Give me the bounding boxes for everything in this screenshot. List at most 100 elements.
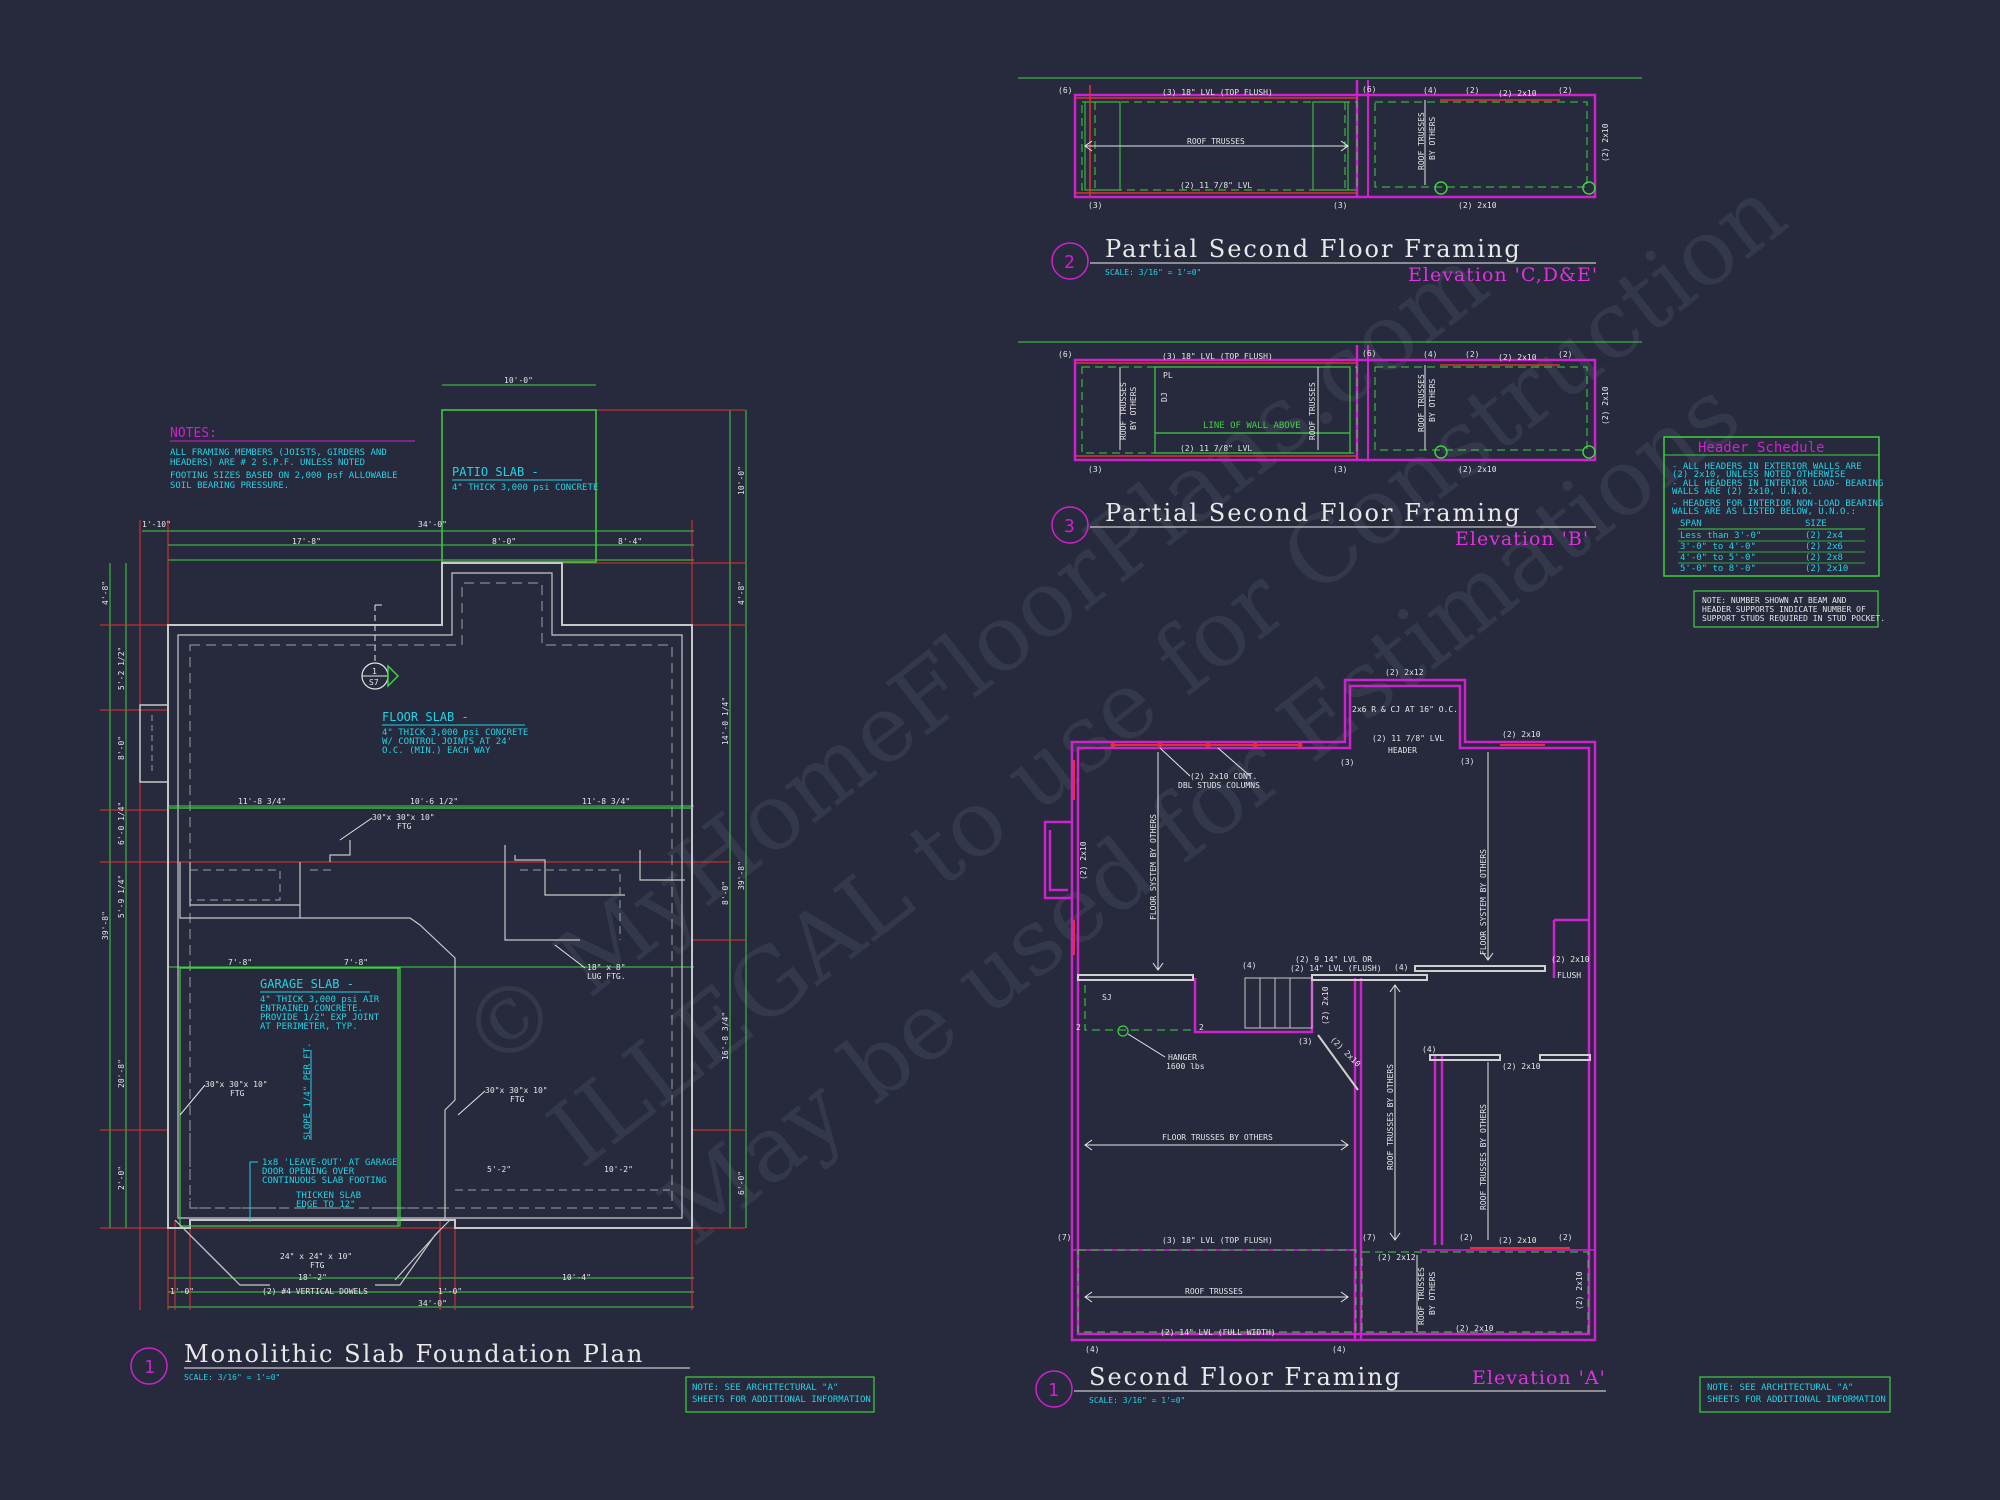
section-sheet: S7 [369,678,379,687]
sf-lvl14-full: (2) 14" LVL (FULL WIDTH) [1160,1328,1276,1337]
p3-label-2a: (2) [1465,350,1479,359]
notes-line-2: HEADERS) ARE # 2 S.P.F. UNLESS NOTED [170,458,365,468]
sf-r-2x10: (2) 2x10 [1551,955,1590,964]
dim-patio-width: 10'-0" [504,376,533,385]
ftg-3-label: FTG [510,1095,525,1104]
leave-out-3: CONTINUOUS SLAB FOOTING [262,1176,387,1186]
notes-title: NOTES: [170,426,217,441]
hs-col-size: SIZE [1805,519,1827,529]
hs-line-2: (2) 2x10, UNLESS NOTED OTHERWISE [1672,470,1845,480]
p2-number: 2 [1064,252,1075,273]
ftg-2-size: 30"x 30"x 10" [205,1080,268,1089]
dowels-note: (2) #4 VERTICAL DOWELS [262,1287,368,1296]
hs-row-1-span: Less than 3'-0" [1680,531,1761,541]
sf-note-1: NOTE: SEE ARCHITECTURAL "A" [1707,1383,1853,1393]
p2-label-bot-2x10: (2) 2x10 [1458,201,1497,210]
sf-left-2x10: (2) 2x10 [1079,841,1088,880]
hs-rows: Less than 3'-0" (2) 2x4 3'-0" to 4'-0" (… [1678,531,1865,574]
hs-line-4: WALLS ARE (2) 2x10, U.N.O. [1672,487,1813,497]
dim-10-6: 10'-6 1/2" [410,797,458,806]
p2-scale: SCALE: 3/16" = 1'=0" [1105,268,1201,277]
sf-m-2x10: (2) 2x10 [1502,1062,1541,1071]
sf-3c: (3) [1298,1037,1312,1046]
sf-lvl14-2: (2) 14" LVL (FLUSH) [1290,964,1382,973]
hs-row-2-size: (2) 2x6 [1805,542,1843,552]
p3-title: Partial Second Floor Framing [1105,499,1522,527]
p3-label-lvl-bot: (2) 11 7/8" LVL [1180,444,1252,453]
sf-lvl14-1: (2) 9 14" LVL OR [1295,955,1372,964]
sf-side-2x10: (2) 2x10 [1575,1271,1584,1310]
garage-desc-1: 4" THICK 3,000 psi AIR [260,995,380,1005]
sf-note-2: SHEETS FOR ADDITIONAL INFORMATION [1707,1395,1886,1405]
garage-desc-4: AT PERIMETER, TYP. [260,1022,358,1032]
dim-10-2: 10'-2" [604,1165,633,1174]
dim-right-8-0: 8'-0" [721,881,730,905]
sf-hanger-2: 1600 lbs [1166,1062,1205,1071]
section-number: 1 [372,667,377,676]
sf-lvl18: (3) 18" LVL (TOP FLUSH) [1162,1236,1273,1245]
p2-label-2a: (2) [1465,86,1479,95]
dim-11-8-b: 11'-8 3/4" [582,797,630,806]
dim-5-2: 5'-2" [487,1165,511,1174]
p3-label-bo-c: BY OTHERS [1428,378,1437,422]
p3-label-bo-a: BY OTHERS [1129,386,1138,430]
p3-label-3b: (3) [1333,465,1347,474]
p2-title: Partial Second Floor Framing [1105,235,1522,263]
p3-label-dj: DJ [1160,392,1169,402]
header-schedule: Header Schedule - ALL HEADERS IN EXTERIO… [1663,436,1885,628]
p3-label-lvl-top: (3) 18" LVL (TOP FLUSH) [1162,352,1273,361]
p3-label-rt-a: ROOF TRUSSES [1119,382,1128,440]
p3-label-6b: (6) [1362,349,1376,358]
foundation-interior-dashed [189,869,670,1209]
notes-line-1: ALL FRAMING MEMBERS (JOISTS, GIRDERS AND [170,448,387,458]
dim-right-10-0: 10'-0" [737,466,746,495]
lug-label: LUG FTG. [587,972,626,981]
p3-label-wall: LINE OF WALL ABOVE [1203,421,1301,431]
p3-label-3a: (3) [1088,465,1102,474]
p2-label-3a: (3) [1088,201,1102,210]
leave-out-2: DOOR OPENING OVER [262,1167,355,1177]
section-arrow [387,664,400,688]
sf-floor-trusses: FLOOR TRUSSES BY OTHERS [1162,1133,1273,1142]
thicken-1: THICKEN SLAB [296,1191,361,1201]
dim-8-4: 8'-4" [618,537,642,546]
sf-4a: (4) [1242,961,1256,970]
garage-slab-title: GARAGE SLAB - [260,977,354,991]
hs-line-6: WALLS ARE AS LISTED BELOW, U.N.O.: [1672,507,1856,517]
dim-top-total: 34'-0" [418,520,447,529]
dim-bottom-18-2: 18'-2" [298,1273,327,1282]
sf-dbl-2: DBL STUDS COLUMNS [1178,781,1260,790]
foundation-note-1: NOTE: SEE ARCHITECTURAL "A" [692,1383,838,1393]
p2-label-side: (2) 2x10 [1601,123,1610,162]
floor-slab-desc-1: 4" THICK 3,000 psi CONCRETE [382,728,528,738]
p3-label-rt-c: ROOF TRUSSES [1417,374,1426,432]
ftg-1-size: 30"x 30"x 10" [372,813,435,822]
sf-4e: (4) [1332,1345,1346,1354]
notes-line-4: SOIL BEARING PRESSURE. [170,481,289,491]
dim-11-8-a: 11'-8 3/4" [238,797,286,806]
hs-row-4-span: 5'-0" to 8'-0" [1680,564,1756,574]
p3-label-2x10: (2) 2x10 [1498,353,1537,362]
sf-fs-1: FLOOR SYSTEM BY OTHERS [1149,814,1158,920]
patio-slab-desc: 4" THICK 3,000 psi CONCRETE [452,483,598,493]
sf-header: HEADER [1388,746,1417,755]
foundation-note-box [685,1376,875,1413]
hs-note-3: SUPPORT STUDS REQUIRED IN STUD POCKET. [1702,614,1885,623]
sf-3b: (3) [1460,757,1474,766]
foundation-scale: SCALE: 3/16" = 1'=0" [184,1373,280,1382]
p2-label-lvl-top: (3) 18" LVL (TOP FLUSH) [1162,88,1273,97]
sf-elevation: Elevation 'A' [1472,1367,1606,1389]
sf-top-2x12: (2) 2x12 [1385,668,1424,677]
dim-right-16-8: 16'-8 3/4" [721,1012,730,1060]
dim-left-5-9: 5'-9 1/4" [117,875,126,918]
p2-label-4: (4) [1423,86,1437,95]
sf-lvl: (2) 11 7/8" LVL [1372,734,1444,743]
sf-fs-2: FLOOR SYSTEM BY OTHERS [1479,849,1488,955]
sf-rtv: ROOF TRUSSES [1417,1267,1426,1325]
sf-scale: SCALE: 3/16" = 1'=0" [1089,1396,1185,1405]
dim-left-8-0: 8'-0" [117,736,126,760]
dim-bottom-10-4: 10'-4" [562,1273,591,1282]
sf-2b: 2 [1199,1023,1204,1032]
sf-2a: 2 [1076,1023,1081,1032]
sf-roof-trusses: ROOF TRUSSES [1185,1287,1243,1296]
